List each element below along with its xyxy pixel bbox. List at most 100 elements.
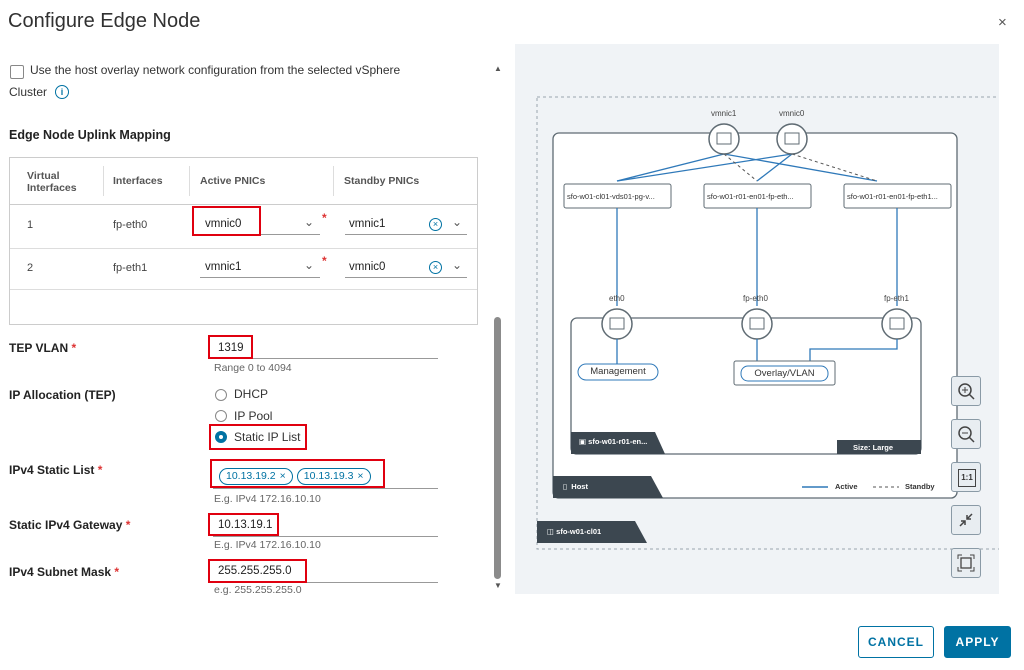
row2-active-pnic-select[interactable]: vmnic1 ⌄: [200, 258, 320, 278]
remove-icon[interactable]: ×: [357, 470, 364, 482]
active-links: [616, 153, 878, 182]
row2-standby-pnic-select[interactable]: vmnic0 × ⌄: [345, 258, 467, 278]
uplink-table-header: [10, 158, 477, 205]
fit-icon: [957, 554, 975, 572]
scrollbar[interactable]: ▲ ▼: [492, 62, 504, 592]
radio-dhcp[interactable]: [215, 389, 227, 401]
scroll-down-icon[interactable]: ▼: [494, 581, 502, 590]
uplink-section-title: Edge Node Uplink Mapping: [9, 128, 171, 142]
chevron-down-icon: ⌄: [304, 258, 315, 272]
highlight-box: [192, 206, 261, 236]
tep-vlan-input[interactable]: 1319: [208, 335, 438, 359]
scrollbar-thumb[interactable]: [494, 317, 501, 579]
edge-name-tab: [571, 432, 665, 454]
required-mark: *: [322, 254, 327, 268]
scroll-up-icon[interactable]: ▲: [494, 64, 502, 73]
cluster-box: [536, 96, 999, 550]
chevron-down-icon: ⌄: [452, 258, 463, 272]
subnet-mask-hint: e.g. 255.255.255.0: [214, 584, 302, 596]
radio-static-ip-list[interactable]: [215, 431, 227, 443]
radio-ip-pool[interactable]: [215, 410, 227, 422]
header-standby-pnics: Standby PNICs: [344, 175, 420, 187]
radio-dhcp-label: DHCP: [234, 387, 269, 401]
size-tab: [837, 440, 921, 454]
highlight-box: [209, 424, 307, 450]
header-virtual-interfaces: Virtual Interfaces: [27, 170, 77, 194]
row1-interface: fp-eth0: [113, 219, 148, 231]
tep-vlan-value: 1319: [218, 342, 244, 354]
edge-port-fp-eth0: [741, 308, 773, 340]
zoom-out-icon: [958, 426, 975, 443]
header-active-pnics: Active PNICs: [200, 175, 266, 187]
overlay-config-label: Use the host overlay network configurati…: [30, 63, 401, 77]
zoom-in-button[interactable]: [951, 376, 981, 406]
info-icon[interactable]: i: [55, 85, 69, 99]
topology-diagram: [536, 96, 999, 550]
portgroup-label: sfo-w01-r01-en01-fp-eth1...: [847, 192, 938, 201]
header-interfaces: Interfaces: [113, 175, 163, 187]
row1-active-pnic-value: vmnic0: [205, 218, 242, 230]
row1-standby-pnic-select[interactable]: vmnic1 × ⌄: [345, 215, 467, 235]
ipv4-static-list-label: IPv4 Static List *: [9, 463, 103, 477]
ip-pill: 10.13.19.3×: [296, 468, 371, 485]
portgroup-label: sfo-w01-r01-en01-fp-eth...: [707, 192, 794, 201]
row1-active-pnic-select[interactable]: vmnic0 ⌄: [192, 206, 320, 236]
gateway-hint: E.g. IPv4 172.16.10.10: [214, 539, 321, 551]
required-mark: *: [322, 211, 327, 225]
legend-standby-label: Standby: [905, 482, 935, 491]
standby-links: [723, 153, 878, 182]
uplink-table: Virtual Interfaces Interfaces Active PNI…: [9, 157, 478, 325]
cluster-label: ◫ sfo-w01-cl01: [547, 527, 602, 536]
ip-pill: 10.13.19.2×: [219, 468, 293, 485]
radio-ip-pool-label: IP Pool: [234, 409, 273, 423]
ip-pill-list: 10.13.19.2×10.13.19.3×: [219, 466, 375, 485]
cancel-button[interactable]: CANCEL: [858, 626, 934, 658]
overlay-config-checkbox[interactable]: [10, 65, 24, 79]
row1-virtual-interface: 1: [27, 219, 34, 231]
close-icon[interactable]: ×: [998, 14, 1007, 31]
subnet-mask-input[interactable]: 255.255.255.0: [208, 559, 438, 583]
edge-name-label: ▣ sfo-w01-r01-en...: [579, 437, 648, 446]
gateway-label: Static IPv4 Gateway *: [9, 518, 131, 532]
dialog-title: Configure Edge Node: [8, 10, 201, 32]
clear-icon[interactable]: ×: [429, 261, 442, 274]
pnic-vmnic1: [708, 123, 740, 155]
ipv4-static-list-hint: E.g. IPv4 172.16.10.10: [214, 493, 321, 505]
chevron-down-icon: ⌄: [452, 215, 463, 229]
pnic-label: vmnic1: [711, 109, 737, 118]
highlight-box: [208, 335, 253, 359]
size-label: Size: Large: [853, 443, 894, 452]
collapse-icon: [959, 513, 973, 527]
row2-active-pnic-value: vmnic1: [205, 261, 242, 273]
host-label: ▯ Host: [563, 482, 588, 491]
radio-static-ip-list-label: Static IP List: [234, 430, 301, 444]
remove-icon[interactable]: ×: [279, 470, 286, 482]
gateway-input[interactable]: 10.13.19.1: [208, 513, 438, 537]
row2-interface: fp-eth1: [113, 262, 148, 274]
ipv4-static-list-input[interactable]: 10.13.19.2×10.13.19.3×: [210, 459, 438, 489]
edge-port-eth0: [601, 308, 633, 340]
zoom-in-icon: [958, 383, 975, 400]
row1-standby-pnic-value: vmnic1: [349, 218, 386, 230]
chevron-down-icon: ⌄: [304, 215, 315, 229]
collapse-button[interactable]: [951, 505, 981, 535]
edge-port-label: fp-eth0: [743, 294, 768, 303]
fit-button[interactable]: [951, 548, 981, 578]
subnet-mask-value: 255.255.255.0: [218, 565, 292, 577]
pnic-label: vmnic0: [779, 109, 805, 118]
overlay-label: Overlay/VLAN: [754, 368, 815, 379]
pnic-vmnic0: [776, 123, 808, 155]
tep-vlan-label: TEP VLAN *: [9, 341, 77, 355]
topology-panel: vmnic1 vmnic0 sfo-w01-cl01-vds01-pg-v...…: [515, 44, 999, 594]
ip-allocation-label: IP Allocation (TEP): [9, 388, 116, 402]
zoom-out-button[interactable]: [951, 419, 981, 449]
clear-icon[interactable]: ×: [429, 218, 442, 231]
legend-active-label: Active: [835, 482, 858, 491]
row2-standby-pnic-value: vmnic0: [349, 261, 386, 273]
apply-button[interactable]: APPLY: [944, 626, 1011, 658]
edge-port-label: fp-eth1: [884, 294, 909, 303]
highlight-box: [208, 559, 307, 583]
zoom-reset-button[interactable]: 1:1: [951, 462, 981, 492]
cluster-tab: [537, 521, 647, 543]
overlay-config-label-cont: Cluster: [9, 85, 48, 99]
